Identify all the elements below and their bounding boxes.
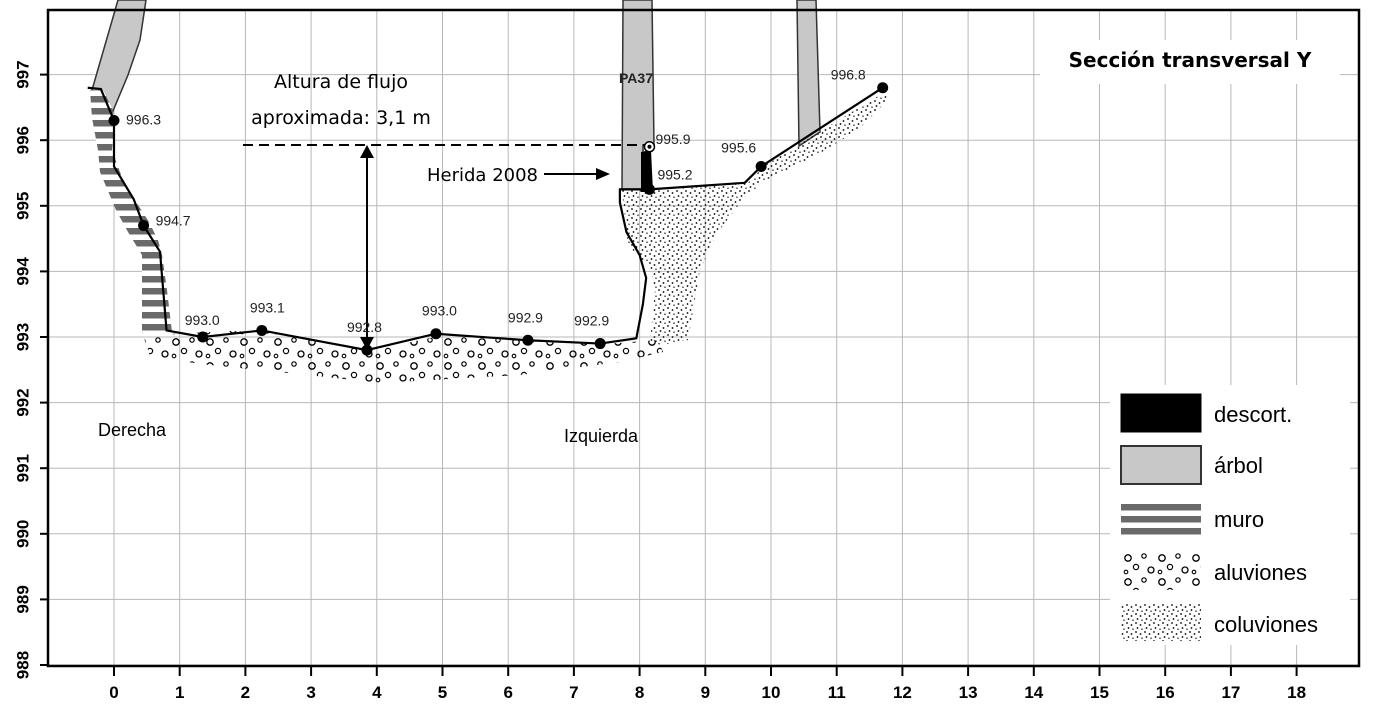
- survey-point-label: 994.7: [156, 212, 191, 228]
- legend-item-muro: muro: [1121, 502, 1264, 538]
- x-tick-label-3: 3: [306, 683, 315, 702]
- survey-point: [361, 344, 373, 356]
- y-tick-label-996: 996: [13, 126, 32, 154]
- x-tick-label-17: 17: [1221, 683, 1240, 702]
- x-tick-label-4: 4: [372, 683, 382, 702]
- y-tick-label-989: 989: [13, 585, 32, 613]
- alluvium-deposit: [142, 331, 663, 383]
- survey-point: [594, 338, 606, 350]
- y-axis-ticks: 988 989 990 991 992 993 994 995 996 997: [13, 60, 48, 679]
- legend-swatch-aluviones: [1121, 552, 1201, 590]
- y-tick-label-995: 995: [13, 192, 32, 220]
- survey-point-label: 993.0: [185, 312, 220, 328]
- y-tick-label-988: 988: [13, 651, 32, 679]
- survey-point: [755, 160, 767, 172]
- legend-label-aluviones: aluviones: [1214, 560, 1307, 585]
- y-tick-label-990: 990: [13, 520, 32, 548]
- chart-title: Sección transversal Y: [1069, 48, 1312, 72]
- survey-point-label: 992.8: [347, 319, 382, 335]
- x-tick-label-1: 1: [175, 683, 184, 702]
- survey-point-label: 995.6: [721, 139, 756, 155]
- legend-item-arbol: árbol: [1120, 445, 1263, 485]
- tree-trunks: [91, 0, 821, 190]
- legend-swatch-descort: [1120, 393, 1202, 433]
- legend-swatch-arbol: [1120, 445, 1202, 485]
- x-tick-label-0: 0: [109, 683, 118, 702]
- legend-item-aluviones: aluviones: [1121, 552, 1307, 590]
- survey-point: [877, 82, 889, 94]
- flow-height-arrowhead-bottom: [360, 337, 374, 350]
- bank-label-left: Izquierda: [564, 426, 639, 446]
- survey-point-center: [647, 144, 652, 149]
- survey-point-label: 992.9: [508, 309, 543, 325]
- survey-point: [108, 115, 120, 127]
- legend-label-coluviones: coluviones: [1214, 612, 1318, 637]
- y-tick-label-992: 992: [13, 388, 32, 416]
- survey-point-label: 995.2: [657, 166, 692, 182]
- x-tick-label-6: 6: [503, 683, 512, 702]
- survey-point: [430, 328, 442, 340]
- x-tick-label-15: 15: [1090, 683, 1109, 702]
- x-tick-label-11: 11: [828, 683, 846, 702]
- survey-point: [256, 324, 268, 336]
- survey-point-label: 993.1: [250, 299, 285, 315]
- flow-height-label-line2: aproximada: 3,1 m: [251, 107, 431, 129]
- survey-point-label: 996.8: [831, 67, 866, 83]
- legend-label-descort: descort.: [1214, 402, 1292, 427]
- x-tick-label-14: 14: [1024, 683, 1043, 702]
- tree-id-label: PA37: [619, 70, 653, 86]
- survey-point: [522, 334, 534, 346]
- survey-point-label: 993.0: [422, 303, 457, 319]
- wall-muro: [90, 90, 172, 332]
- ground-profile-line: [87, 86, 884, 352]
- legend-item-coluviones: coluviones: [1121, 603, 1318, 641]
- x-tick-label-12: 12: [893, 683, 912, 702]
- x-tick-label-2: 2: [241, 683, 250, 702]
- survey-point-label: 992.9: [574, 313, 609, 329]
- y-tick-label-991: 991: [13, 454, 32, 482]
- colluvium-deposit: [622, 90, 888, 345]
- y-tick-label-993: 993: [13, 323, 32, 351]
- survey-points: 996.3 994.7 993.0 993.1 992.8 993.0 992.9 992.9…: [108, 67, 889, 356]
- x-tick-label-10: 10: [762, 683, 781, 702]
- legend: descort. árbol muro aluviones coluviones: [1110, 385, 1350, 645]
- flow-height-label-line1: Altura de flujo: [274, 71, 408, 93]
- survey-point-label: 995.9: [655, 131, 690, 147]
- y-tick-label-997: 997: [13, 60, 32, 88]
- wound-descort: [641, 150, 653, 192]
- flow-height-arrowhead-top: [360, 145, 374, 158]
- legend-item-descort: descort.: [1120, 393, 1292, 433]
- legend-swatch-coluviones: [1121, 603, 1201, 641]
- wound-label: Herida 2008: [427, 165, 538, 186]
- legend-swatch-muro: [1121, 502, 1201, 538]
- x-tick-label-5: 5: [438, 683, 447, 702]
- wound-annotation: Herida 2008: [427, 165, 610, 186]
- x-tick-label-8: 8: [635, 683, 644, 702]
- x-tick-label-9: 9: [701, 683, 710, 702]
- x-tick-label-13: 13: [959, 683, 978, 702]
- survey-point-label: 996.3: [126, 112, 161, 128]
- flow-height-annotation: Altura de flujo aproximada: 3,1 m: [243, 71, 652, 350]
- y-tick-label-994: 994: [13, 257, 32, 286]
- survey-point: [197, 331, 209, 343]
- bank-label-right: Derecha: [98, 420, 167, 440]
- survey-point: [643, 183, 655, 195]
- wound-arrowhead: [596, 168, 610, 180]
- survey-point: [138, 219, 150, 231]
- tree-trunk-upper-left-bank: [796, 0, 821, 148]
- x-tick-label-16: 16: [1156, 683, 1175, 702]
- x-tick-label-18: 18: [1287, 683, 1306, 702]
- title-background: [1040, 40, 1340, 84]
- legend-label-arbol: árbol: [1214, 453, 1263, 478]
- x-tick-label-7: 7: [569, 683, 578, 702]
- legend-label-muro: muro: [1214, 507, 1264, 532]
